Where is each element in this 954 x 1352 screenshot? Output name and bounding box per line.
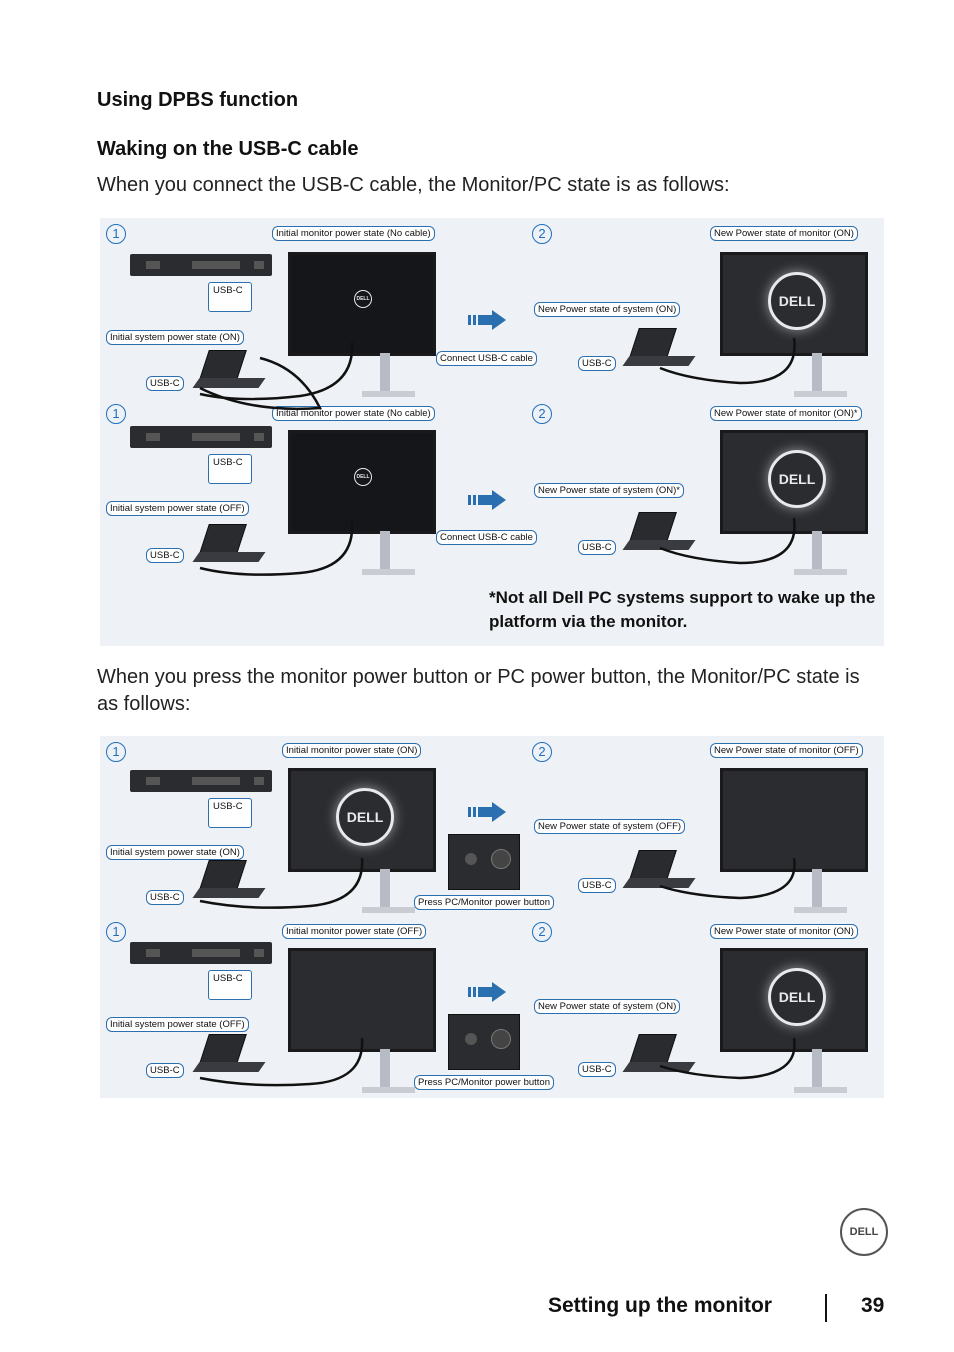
- initial-system-label: Initial system power state (OFF): [106, 501, 249, 516]
- dell-logo-icon: DELL: [354, 290, 372, 309]
- footer-title: Setting up the monitor: [548, 1294, 772, 1317]
- usbc-new-label: USB-C: [578, 878, 616, 893]
- step-1-badge: 1: [106, 742, 126, 762]
- dock-image: [130, 942, 272, 964]
- step-1-badge: 1: [106, 404, 126, 424]
- usbc-plug-image: [208, 970, 252, 1000]
- arrow-right-icon: [468, 310, 506, 330]
- section-title: Using DPBS function: [97, 89, 299, 111]
- new-monitor-label: New Power state of monitor (ON)*: [710, 406, 862, 421]
- usbc-laptop-label: USB-C: [146, 376, 184, 391]
- usbc-plug-label: USB-C: [213, 801, 243, 812]
- power-button-image: [448, 834, 520, 890]
- new-system-label: New Power state of system (ON): [534, 302, 681, 317]
- usbc-plug-image: [208, 798, 252, 828]
- dell-logo-icon: DELL: [768, 450, 826, 509]
- usbc-plug-label: USB-C: [213, 285, 243, 296]
- monitor-image: DELL: [288, 768, 436, 914]
- cables-drawing: [199, 857, 796, 1087]
- new-system-label: New Power state of system (OFF): [534, 819, 686, 834]
- dell-logo-icon: DELL: [354, 468, 372, 487]
- usbc-plug-label: USB-C: [213, 457, 243, 468]
- usbc-plug-image: [208, 454, 252, 484]
- dock-image: [130, 254, 272, 276]
- dock-image: [130, 426, 272, 448]
- cables-drawing: [199, 337, 796, 576]
- action-label: Connect USB-C cable: [436, 351, 537, 366]
- usbc-plug-label: USB-C: [213, 973, 243, 984]
- initial-system-label: Initial system power state (ON): [106, 330, 244, 345]
- arrow-right-icon: [468, 802, 506, 822]
- step-1-badge: 1: [106, 922, 126, 942]
- usbc-new-label: USB-C: [578, 1062, 616, 1077]
- arrow-right-icon: [468, 490, 506, 510]
- step-1-badge: 1: [106, 224, 126, 244]
- diagram-power-button: 1 2 USB-C Initial system power state (ON…: [100, 736, 884, 1098]
- monitor-image: [288, 948, 436, 1094]
- usbc-laptop-label: USB-C: [146, 548, 184, 563]
- monitor-image: DELL: [288, 430, 436, 576]
- initial-monitor-label: Initial monitor power state (No cable): [272, 406, 435, 421]
- initial-monitor-label: Initial monitor power state (OFF): [282, 924, 427, 939]
- new-system-label: New Power state of system (ON)*: [534, 483, 685, 498]
- page-number: 39: [861, 1294, 885, 1317]
- new-system-label: New Power state of system (ON): [534, 999, 681, 1014]
- step-2-badge: 2: [532, 404, 552, 424]
- usbc-laptop-label: USB-C: [146, 1063, 184, 1078]
- step-2-badge: 2: [532, 742, 552, 762]
- step-2-badge: 2: [532, 224, 552, 244]
- usbc-new-label: USB-C: [578, 356, 616, 371]
- new-monitor-label: New Power state of monitor (ON): [710, 226, 858, 241]
- intro-paragraph: When you connect the USB-C cable, the Mo…: [97, 174, 730, 196]
- dell-logo-icon: DELL: [768, 272, 826, 331]
- usbc-new-label: USB-C: [578, 540, 616, 555]
- initial-system-label: Initial system power state (ON): [106, 845, 244, 860]
- usbc-plug-image: [208, 282, 252, 312]
- dell-logo-icon: DELL: [840, 1208, 888, 1256]
- dell-logo-icon: DELL: [768, 968, 826, 1027]
- power-button-image: [448, 1014, 520, 1070]
- new-monitor-label: New Power state of monitor (ON): [710, 924, 858, 939]
- footer-divider: [825, 1294, 827, 1322]
- dock-image: [130, 770, 272, 792]
- action-label: Press PC/Monitor power button: [414, 895, 555, 910]
- second-paragraph: When you press the monitor power button …: [97, 666, 860, 715]
- usbc-laptop-label: USB-C: [146, 890, 184, 905]
- initial-system-label: Initial system power state (OFF): [106, 1017, 249, 1032]
- arrow-right-icon: [468, 982, 506, 1002]
- action-label: Press PC/Monitor power button: [414, 1075, 555, 1090]
- subsection-title: Waking on the USB-C cable: [97, 138, 359, 160]
- new-monitor-label: New Power state of monitor (OFF): [710, 743, 863, 758]
- action-label: Connect USB-C cable: [436, 530, 537, 545]
- diagram-usbc-connect: 1 2 USB-C Initial system power state (ON…: [100, 218, 884, 646]
- step-2-badge: 2: [532, 922, 552, 942]
- initial-monitor-label: Initial monitor power state (ON): [282, 743, 422, 758]
- footnote: *Not all Dell PC systems support to wake…: [489, 588, 876, 631]
- monitor-image: DELL: [288, 252, 436, 398]
- initial-monitor-label: Initial monitor power state (No cable): [272, 226, 435, 241]
- dell-logo-icon: DELL: [336, 788, 394, 847]
